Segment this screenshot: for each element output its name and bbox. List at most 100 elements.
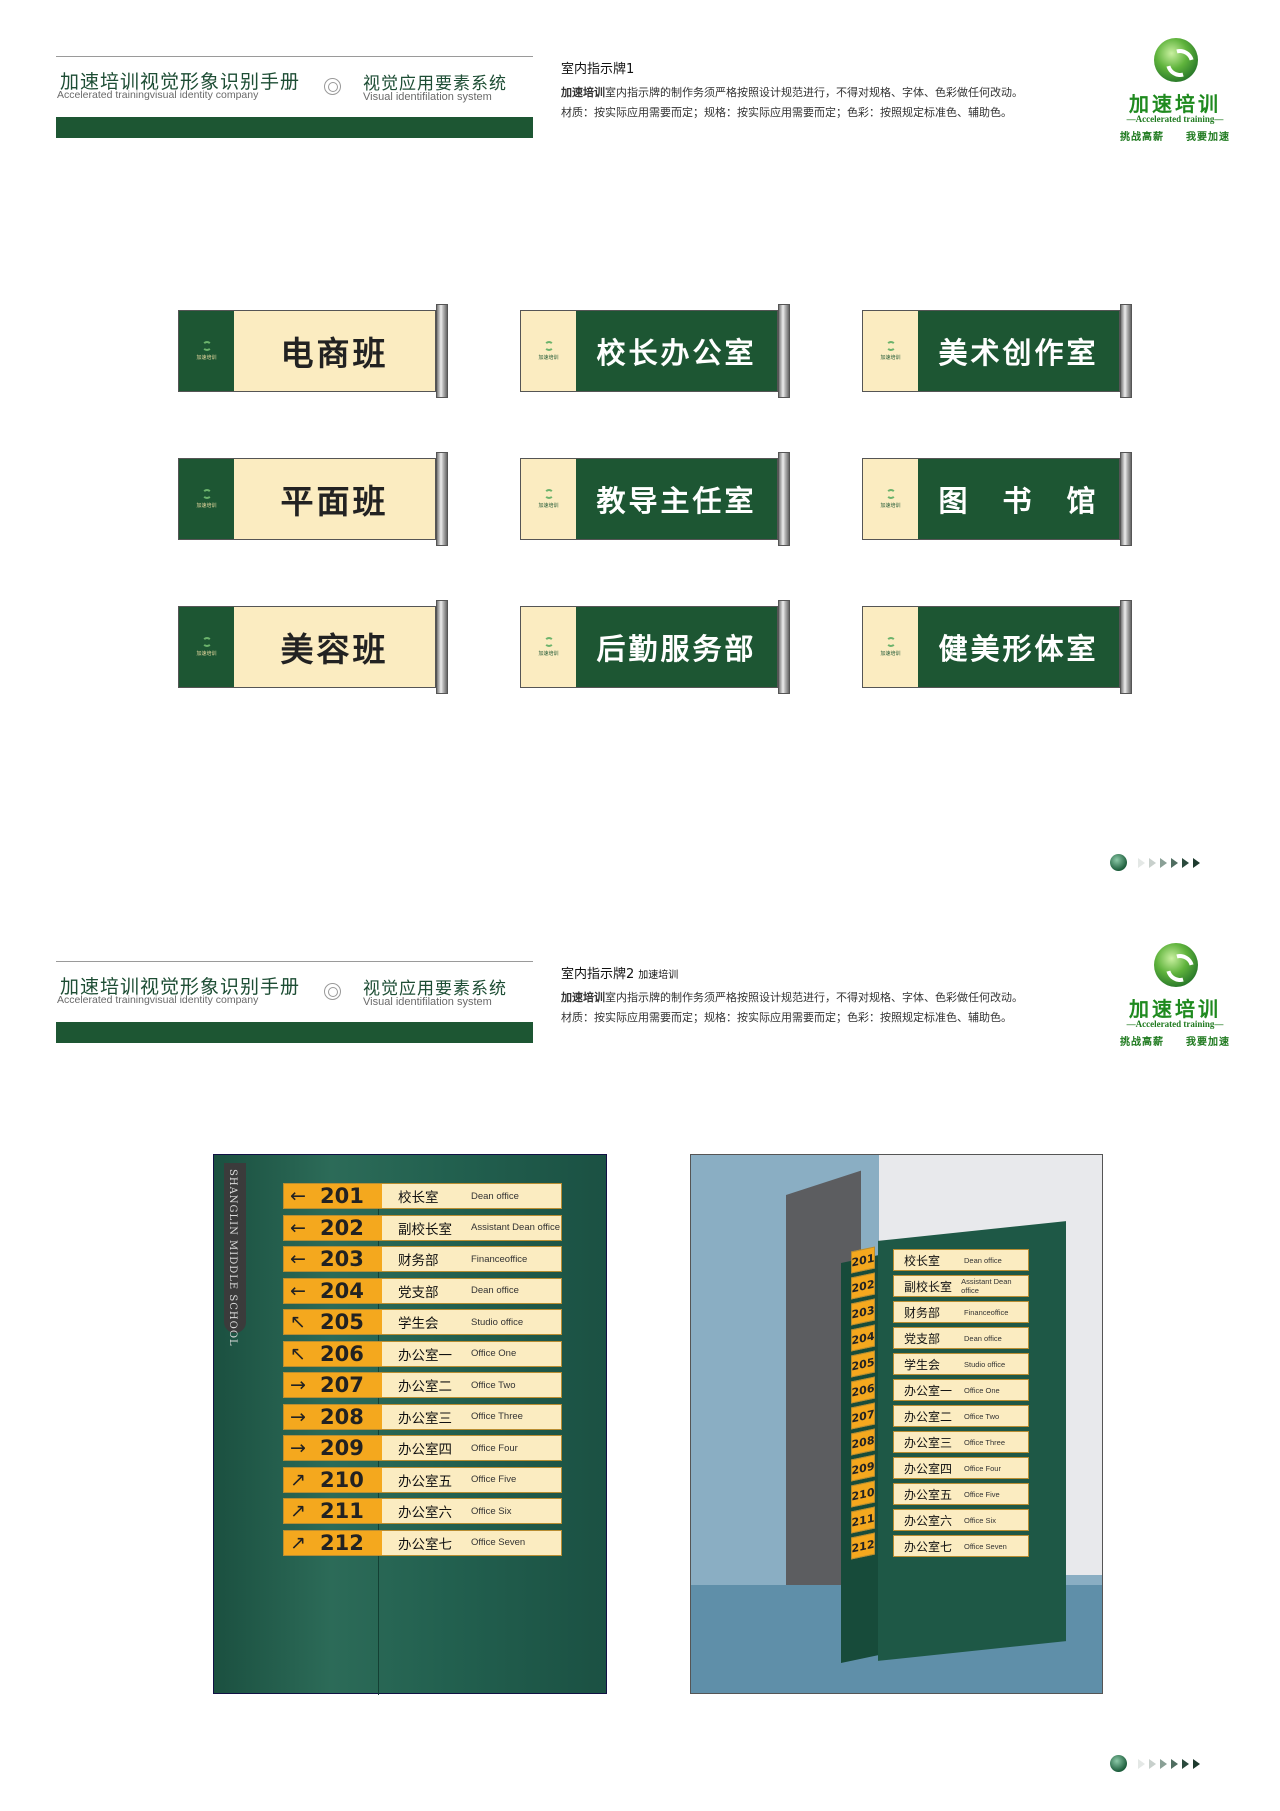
sign-logo-text: 加速培训 bbox=[538, 503, 559, 509]
logo-mark-icon bbox=[885, 637, 896, 647]
header-rule bbox=[56, 961, 533, 962]
door-sign: 加速培训健美形体室 bbox=[862, 600, 1132, 694]
system-title: 视觉应用要素系统 bbox=[363, 74, 507, 94]
logo-name-en: —Accelerated training— bbox=[1126, 114, 1224, 124]
room-name: 办公室三 bbox=[904, 1435, 953, 1450]
room-name: 办公室七 bbox=[904, 1539, 953, 1554]
pager-arrow-icon bbox=[1193, 1759, 1200, 1769]
direction-arrow-icon: ← bbox=[290, 1248, 306, 1270]
direction-arrow-icon: ← bbox=[290, 1279, 306, 1302]
direction-arrow-icon: ← bbox=[290, 1216, 306, 1239]
page-dot-icon bbox=[1110, 854, 1127, 871]
system-title-en: Visual identifilation system bbox=[363, 91, 492, 103]
room-name-en: Dean office bbox=[471, 1190, 519, 1202]
sign-logo-text: 加速培训 bbox=[880, 355, 901, 361]
sign-logo-cap: 加速培训 bbox=[521, 607, 576, 687]
door-sign: 加速培训 电商班 bbox=[178, 304, 448, 398]
sign-label: 校长办公室 bbox=[576, 311, 777, 391]
sign-label: 美容班 bbox=[234, 607, 435, 687]
door-sign: 加速培训图 书 馆 bbox=[862, 452, 1132, 546]
system-title-en: Visual identifilation system bbox=[363, 996, 492, 1008]
room-name-en: Office Two bbox=[964, 1411, 1000, 1421]
logo-mark-icon bbox=[201, 341, 212, 351]
logo-mark-icon bbox=[201, 489, 212, 499]
room-name: 办公室四 bbox=[398, 1442, 452, 1458]
direction-arrow-icon: ↖ bbox=[290, 1311, 306, 1333]
mockup-row: 办公室七 Office Seven bbox=[893, 1535, 1029, 1557]
ring-icon bbox=[324, 78, 341, 95]
room-name-en: Office Six bbox=[964, 1515, 996, 1525]
sign-label: 电商班 bbox=[234, 311, 435, 391]
pager-arrow-icon bbox=[1149, 858, 1156, 868]
room-name-en: Financeoffice bbox=[964, 1307, 1009, 1317]
door-sign: 加速培训平面班 bbox=[178, 452, 448, 546]
door-sign: 加速培训美术创作室 bbox=[862, 304, 1132, 398]
logo-mark-icon bbox=[543, 341, 554, 351]
header-bar bbox=[56, 117, 533, 138]
room-name-en: Office Four bbox=[964, 1463, 1001, 1473]
section-title: 室内指示牌1 bbox=[561, 62, 635, 77]
room-name: 学生会 bbox=[398, 1316, 439, 1332]
room-name: 办公室五 bbox=[398, 1473, 452, 1490]
logo-mark-icon bbox=[885, 489, 896, 499]
door-sign: 加速培训校长办公室 bbox=[520, 304, 790, 398]
sign-logo-cap: 加速培训 bbox=[863, 311, 918, 391]
room-name-en: Office One bbox=[964, 1385, 1000, 1395]
mockup-row: 办公室六 Office Six bbox=[893, 1509, 1029, 1531]
sign-bracket bbox=[1120, 600, 1132, 694]
direction-arrow-icon: ↗ bbox=[290, 1531, 306, 1554]
room-name-en: Office Six bbox=[471, 1505, 512, 1517]
manual-page-1: 加速培训视觉形象识别手册 Accelerated trainingvisual … bbox=[0, 0, 1280, 905]
pager-arrow-icon bbox=[1193, 858, 1200, 868]
room-number: ↗210 bbox=[284, 1467, 382, 1492]
manual-title: 加速培训视觉形象识别手册 bbox=[60, 71, 301, 93]
manual-title: 加速培训视觉形象识别手册 bbox=[60, 976, 301, 998]
page-indicator bbox=[1110, 852, 1210, 872]
room-name-en: Office Seven bbox=[964, 1541, 1007, 1551]
brand-logo: 加速培训 —Accelerated training— 挑战高薪 我要加速 bbox=[1110, 38, 1240, 148]
pager-arrow-icon bbox=[1171, 858, 1178, 868]
room-name-en: Office Seven bbox=[471, 1537, 526, 1548]
door-sign: 加速培训教导主任室 bbox=[520, 452, 790, 546]
room-name-en: Assistant Dean office bbox=[961, 1277, 1012, 1295]
room-name: 副校长室 bbox=[904, 1279, 953, 1294]
sign-bracket bbox=[778, 452, 790, 546]
mockup-row: 副校长室 Assistant Dean office bbox=[893, 1275, 1029, 1297]
logo-mark-icon bbox=[543, 489, 554, 499]
room-number: →209 bbox=[284, 1436, 382, 1460]
room-name-en: Office Three bbox=[471, 1411, 523, 1422]
sign-logo-text: 加速培训 bbox=[196, 503, 217, 509]
page-dot-icon bbox=[1110, 1755, 1127, 1772]
room-name: 党支部 bbox=[398, 1284, 439, 1301]
pager-arrow-icon bbox=[1160, 1759, 1167, 1769]
sign-logo-cap: 加速培训 bbox=[179, 311, 234, 391]
room-number: ←202 bbox=[284, 1215, 382, 1240]
sign-logo-text: 加速培训 bbox=[196, 355, 217, 361]
room-name-en: Office Four bbox=[471, 1442, 518, 1454]
pager-arrow-icon bbox=[1149, 1759, 1156, 1769]
room-name-en: Dean office bbox=[471, 1285, 519, 1296]
room-name: 办公室六 bbox=[904, 1513, 953, 1528]
pager-arrow-icon bbox=[1138, 1759, 1145, 1769]
sign-logo-cap: 加速培训 bbox=[863, 459, 918, 539]
room-number: ←203 bbox=[284, 1247, 382, 1271]
header-bar bbox=[56, 1022, 533, 1043]
logo-mark-icon bbox=[543, 637, 554, 647]
room-name: 校长室 bbox=[904, 1253, 941, 1268]
direction-arrow-icon: ↖ bbox=[290, 1342, 306, 1365]
room-name: 办公室五 bbox=[904, 1487, 953, 1502]
sign-label: 图 书 馆 bbox=[918, 459, 1119, 539]
sign-bracket bbox=[436, 304, 448, 398]
logo-globe-icon bbox=[1154, 38, 1198, 82]
sign-label: 健美形体室 bbox=[918, 607, 1119, 687]
room-number: ↗212 bbox=[284, 1530, 382, 1555]
system-title: 视觉应用要素系统 bbox=[363, 979, 507, 999]
